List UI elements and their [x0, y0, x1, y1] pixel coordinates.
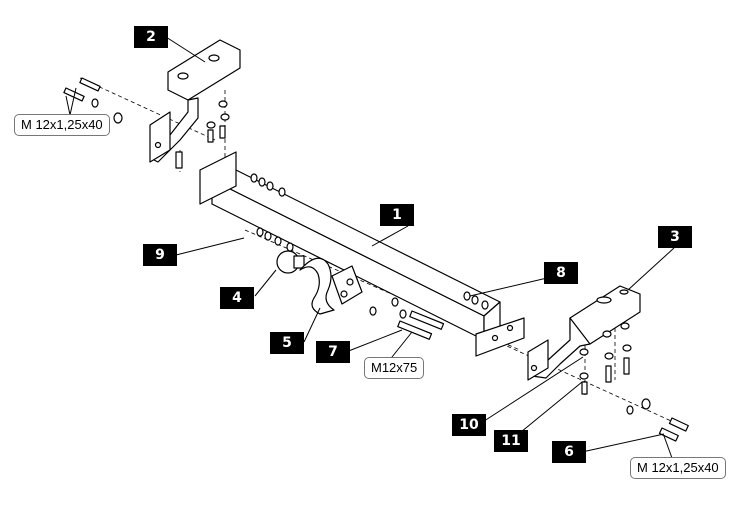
hitch-bolt-spec-label: M12x75 — [364, 357, 425, 379]
callout-1: 1 — [380, 204, 414, 226]
callout-8: 8 — [544, 262, 578, 284]
callout-3: 3 — [658, 226, 692, 248]
callout-6: 6 — [552, 441, 586, 463]
tow-ball-part-4 — [276, 250, 305, 274]
hitch-bolts — [369, 297, 445, 340]
main-crossbar-part-1 — [199, 151, 525, 357]
left-bolt-spec-label: M 12x1,25x40 — [14, 114, 110, 136]
callout-5: 5 — [270, 332, 304, 354]
right-bolt-spec-label: M 12x1,25x40 — [630, 457, 726, 479]
left-bracket-part-2 — [149, 39, 241, 163]
callout-2: 2 — [134, 26, 168, 48]
callout-4: 4 — [220, 287, 254, 309]
crossbar-left-hardware — [250, 173, 489, 310]
callout-11: 11 — [494, 430, 528, 452]
callout-7: 7 — [316, 341, 350, 363]
ball-neck-part-5 — [299, 257, 363, 315]
right-bolts-and-washers — [579, 322, 689, 442]
callout-10: 10 — [452, 414, 486, 436]
right-bracket-part-3 — [527, 285, 641, 381]
callout-9: 9 — [143, 244, 177, 266]
